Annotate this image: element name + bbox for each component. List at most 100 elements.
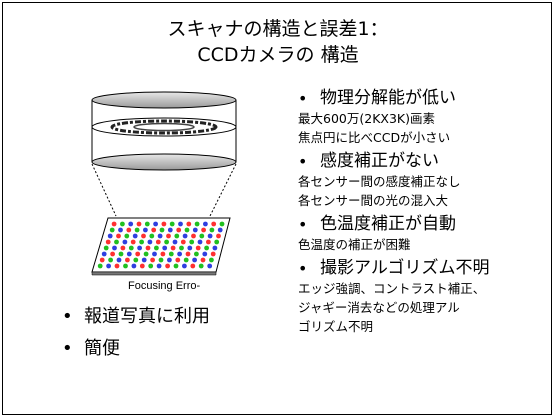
sensor-pixel xyxy=(176,227,182,233)
bullet-dot: • xyxy=(298,152,308,171)
sensor-pixel xyxy=(105,239,111,245)
section-detail-line: ゴリズム不明 xyxy=(298,319,374,334)
sensor-pixel xyxy=(178,221,183,227)
sensor-pixel xyxy=(116,233,121,239)
section-sensitivity: • 感度補正がない 各センサー間の感度補正なし 各センサー間の光の混入大 xyxy=(298,151,552,210)
sensor-pixel xyxy=(114,239,119,245)
sensor-pixel xyxy=(143,251,149,257)
focusing-error-caption: Focusing Erro- xyxy=(128,280,201,292)
sensor-pixel xyxy=(153,221,158,227)
sensor-pixel xyxy=(199,233,205,239)
sensor-pixel xyxy=(135,251,141,257)
section-heading-text: 物理分解能が低い xyxy=(320,88,456,108)
section-heading: • 撮影アルゴリズム不明 xyxy=(298,258,552,279)
sensor-pixel xyxy=(194,251,199,257)
sensor-pixel xyxy=(203,221,208,227)
sensor-pixel xyxy=(168,251,174,257)
sensor-pixel xyxy=(120,245,126,251)
sensor-pixel xyxy=(180,239,186,245)
bullet-dot: • xyxy=(298,215,308,234)
sensor-pixel xyxy=(103,245,109,251)
sensor-pixel xyxy=(152,251,157,257)
left-bullet-item: • 簡便 xyxy=(62,338,210,370)
sensor-pixel xyxy=(174,233,180,239)
section-heading-text: 感度補正がない xyxy=(320,151,439,171)
sensor-pixel xyxy=(144,221,150,227)
sensor-pixel xyxy=(164,239,169,245)
lens-disc-top xyxy=(91,91,237,109)
sensor-pixel xyxy=(190,263,196,269)
sensor-pixel xyxy=(209,227,215,233)
sensor-pixel xyxy=(161,221,167,227)
sensor-pixel xyxy=(204,245,209,251)
sensor-pixel xyxy=(134,227,140,233)
sensor-pixel xyxy=(182,263,187,269)
ccd-sensor-plate-edge xyxy=(91,271,217,276)
section-heading-text: 色温度補正が自動 xyxy=(320,214,456,234)
sensor-pixel xyxy=(128,221,134,227)
section-detail-line: 焦点円に比べCCDが小さい xyxy=(298,130,451,145)
sensor-pixel xyxy=(126,251,132,257)
sensor-pixel xyxy=(133,257,139,263)
sensor-pixel xyxy=(97,263,103,269)
sensor-pixel xyxy=(185,251,191,257)
sensor-pixel xyxy=(143,227,148,233)
sensor-pixel xyxy=(151,227,157,233)
sensor-pixel xyxy=(107,233,113,239)
sensor-pixel xyxy=(122,239,128,245)
sensor-pixel xyxy=(148,263,154,269)
section-heading: • 感度補正がない xyxy=(298,151,552,172)
ccd-camera-diagram xyxy=(91,91,237,276)
sensor-pixel xyxy=(131,263,137,269)
sensor-pixel xyxy=(179,245,184,251)
sensor-pixel xyxy=(112,245,117,251)
section-detail-line: 最大600万(2KX3K)画素 xyxy=(298,111,435,126)
section-heading: • 物理分解能が低い xyxy=(298,88,552,109)
slide-title-line1: スキャナの構造と誤差1： xyxy=(167,18,389,40)
sensor-pixel xyxy=(170,245,176,251)
left-bullet-text: 簡便 xyxy=(84,338,120,359)
sensor-pixel xyxy=(177,251,182,257)
sensor-pixel xyxy=(212,245,218,251)
section-detail-line: 各センサー間の感度補正なし xyxy=(298,174,461,189)
sensor-pixel xyxy=(120,221,125,227)
section-detail-line: エッジ強調、コントラスト補正、 xyxy=(298,281,486,296)
sensor-pixel xyxy=(141,257,147,263)
section-color-temperature: • 色温度補正が自動 色温度の補正が困難 xyxy=(298,214,552,254)
left-bullet-text: 報道写真に利用 xyxy=(84,306,210,327)
projection-line-left xyxy=(91,163,117,217)
sensor-pixel xyxy=(173,263,179,269)
sensor-pixel xyxy=(125,257,130,263)
lens-disc-bottom xyxy=(91,153,237,171)
sensor-pixel xyxy=(156,263,162,269)
sensor-pixel xyxy=(192,257,197,263)
section-algorithm: • 撮影アルゴリズム不明 エッジ強調、コントラスト補正、 ジャギー消去などの処理… xyxy=(298,258,552,336)
bullet-dot: • xyxy=(298,259,308,278)
lens-aperture-core xyxy=(133,122,195,132)
sensor-pixel xyxy=(165,263,170,269)
sensor-pixel xyxy=(217,227,223,233)
sensor-pixel xyxy=(108,257,113,263)
section-detail-line: 各センサー間の光の混入大 xyxy=(298,193,449,208)
sensor-pixel xyxy=(130,239,136,245)
sensor-pixel xyxy=(182,233,188,239)
section-heading: • 色温度補正が自動 xyxy=(298,214,552,235)
sensor-pixel xyxy=(195,245,201,251)
left-bullet-list: • 報道写真に利用 • 簡便 xyxy=(62,306,210,370)
sensor-pixel xyxy=(169,221,175,227)
sensor-pixel xyxy=(157,233,163,239)
sensor-pixel xyxy=(210,251,216,257)
sensor-pixel xyxy=(198,263,204,269)
sensor-pixel xyxy=(154,245,159,251)
section-detail-line: ジャギー消去などの処理アル xyxy=(298,300,460,315)
sensor-pixel xyxy=(124,233,130,239)
section-resolution: • 物理分解能が低い 最大600万(2KX3K)画素 焦点円に比べCCDが小さい xyxy=(298,88,552,147)
sensor-pixel xyxy=(149,233,155,239)
sensor-pixel xyxy=(99,257,105,263)
sensor-pixel xyxy=(187,245,193,251)
sensor-pixel xyxy=(216,233,221,239)
sensor-pixel xyxy=(111,221,117,227)
bullet-dot: • xyxy=(62,306,73,327)
sensor-pixel xyxy=(183,257,189,263)
sensor-pixel xyxy=(186,221,192,227)
